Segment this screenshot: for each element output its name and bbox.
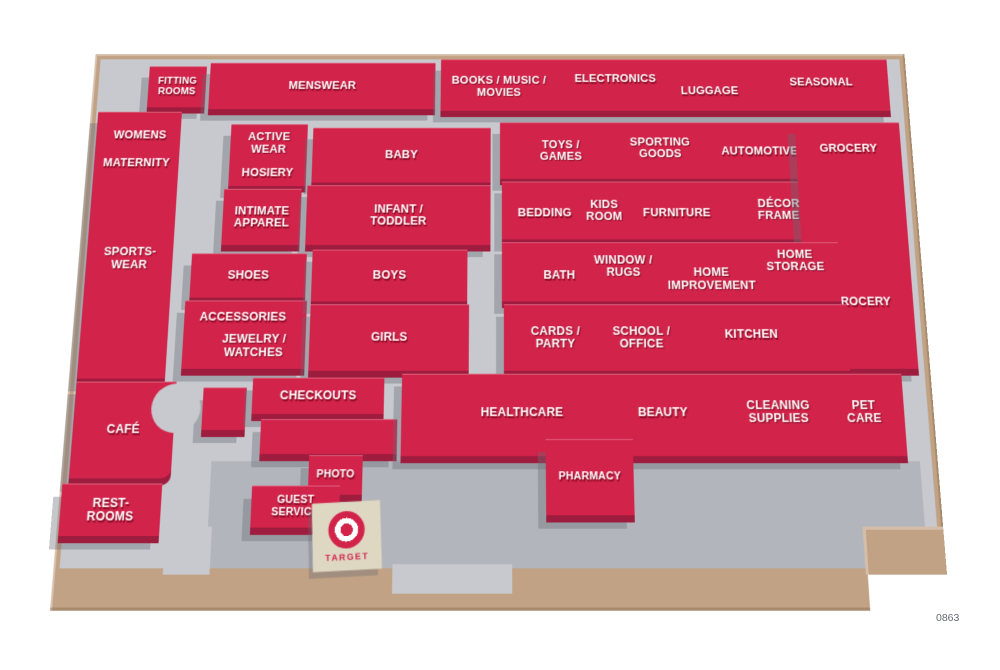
building-corner-notch <box>867 574 951 613</box>
department-label: PHARMACY <box>558 470 622 483</box>
department-label: ACCESSORIES <box>199 310 287 324</box>
department-label: LUGGAGE <box>680 84 739 98</box>
dept-toys-sporting-automotive: TOYS / GAMES SPORTING GOODS AUTOMOTIVE <box>500 122 823 179</box>
brand-label: TARGET <box>325 549 370 563</box>
dept-bath-window-home: BATH WINDOW / RUGS HOME IMPROVEMENT HOME… <box>501 242 842 302</box>
department-label: HOME STORAGE <box>766 246 825 273</box>
dept-accessories-jewelry: ACCESSORIES JEWELRY / WATCHES <box>181 300 308 369</box>
department-label: REST-ROOMS <box>86 495 134 524</box>
left-entrance-opening <box>162 526 212 575</box>
dept-fitting-rooms: FITTING ROOMS <box>146 66 207 108</box>
department-label: BEDDING <box>517 206 572 220</box>
dept-pharmacy: PHARMACY <box>545 439 635 516</box>
department-label: FITTING ROOMS <box>157 76 198 97</box>
department-label: ACTIVE WEAR <box>247 130 291 155</box>
target-bullseye-icon <box>328 509 366 549</box>
department-label: GROCERY <box>819 142 878 155</box>
dept-healthcare-beauty-cleaning-pet: HEALTHCARE BEAUTY CLEANING SUPPLIES PET … <box>400 373 908 457</box>
department-label: JEWELRY / WATCHES <box>221 331 287 359</box>
department-label: SHOES <box>227 268 270 282</box>
department-label: SCHOOL / OFFICE <box>612 323 671 351</box>
department-label: PET CARE <box>846 397 883 425</box>
department-label: BOYS <box>372 268 407 282</box>
department-label: BABY <box>385 148 418 162</box>
dept-menswear: MENSWEAR <box>208 62 436 110</box>
department-label: CAFÉ <box>106 422 141 437</box>
department-label: HEALTHCARE <box>480 405 564 420</box>
dept-bedding-kids-furniture-decor: BEDDING KIDS ROOM FURNITURE DÉCOR / FRAM… <box>501 181 834 240</box>
store-map-scene: FITTING ROOMS MENSWEAR BOOKS / MUSIC / M… <box>50 54 951 613</box>
dept-shoes: SHOES <box>189 253 307 298</box>
department-label: KIDS ROOM <box>586 197 623 223</box>
department-label: PHOTO <box>316 468 355 481</box>
department-label: CLEANING SUPPLIES <box>746 397 811 425</box>
department-label: HOSIERY <box>241 166 294 180</box>
page-code: 0863 <box>936 612 960 624</box>
dept-activewear-hosiery: ACTIVE WEAR HOSIERY <box>228 124 308 187</box>
department-label: SPORTS-WEAR <box>103 244 157 271</box>
right-front-step <box>862 526 948 575</box>
department-label: BATH <box>543 268 576 282</box>
department-label: INFANT / TODDLER <box>370 202 427 228</box>
dept-restrooms: REST-ROOMS <box>58 483 163 536</box>
department-label: SPORTING GOODS <box>629 135 691 160</box>
department-label: CARDS / PARTY <box>530 323 581 351</box>
checkout-lane-block <box>259 419 398 455</box>
department-label: AUTOMOTIVE <box>721 145 799 158</box>
dept-boys: BOYS <box>310 249 468 302</box>
department-label: TOYS / GAMES <box>539 137 583 163</box>
department-label: INTIMATE APPAREL <box>233 203 290 230</box>
department-label: HOME IMPROVEMENT <box>667 265 757 292</box>
department-label: ELECTRONICS <box>574 72 657 85</box>
front-entrance-opening <box>391 564 513 594</box>
department-label: CHECKOUTS <box>279 388 357 403</box>
department-label: KITCHEN <box>724 327 779 341</box>
dept-girls: GIRLS <box>308 304 470 371</box>
department-label: GIRLS <box>370 330 408 344</box>
department-label: FURNITURE <box>642 206 711 220</box>
target-entrance-sign: TARGET <box>311 500 382 573</box>
department-label: MENSWEAR <box>288 79 357 92</box>
dept-intimate-apparel: INTIMATE APPAREL <box>221 188 302 245</box>
department-label: MATERNITY <box>102 156 171 170</box>
department-label: BEAUTY <box>637 405 688 419</box>
dept-checkouts: CHECKOUTS <box>251 377 385 415</box>
dept-media-electronics-seasonal: BOOKS / MUSIC / MOVIES ELECTRONICS LUGGA… <box>440 59 891 111</box>
dept-infant-toddler: INFANT / TODDLER <box>305 185 491 245</box>
department-label: BOOKS / MUSIC / MOVIES <box>451 73 547 98</box>
checkout-island-block <box>201 387 247 431</box>
department-label: SEASONAL <box>789 75 854 88</box>
dept-baby: BABY <box>311 127 491 183</box>
department-label: WOMENS <box>113 128 167 142</box>
dept-cards-school-kitchen: CARDS / PARTY SCHOOL / OFFICE KITCHEN <box>503 304 851 371</box>
